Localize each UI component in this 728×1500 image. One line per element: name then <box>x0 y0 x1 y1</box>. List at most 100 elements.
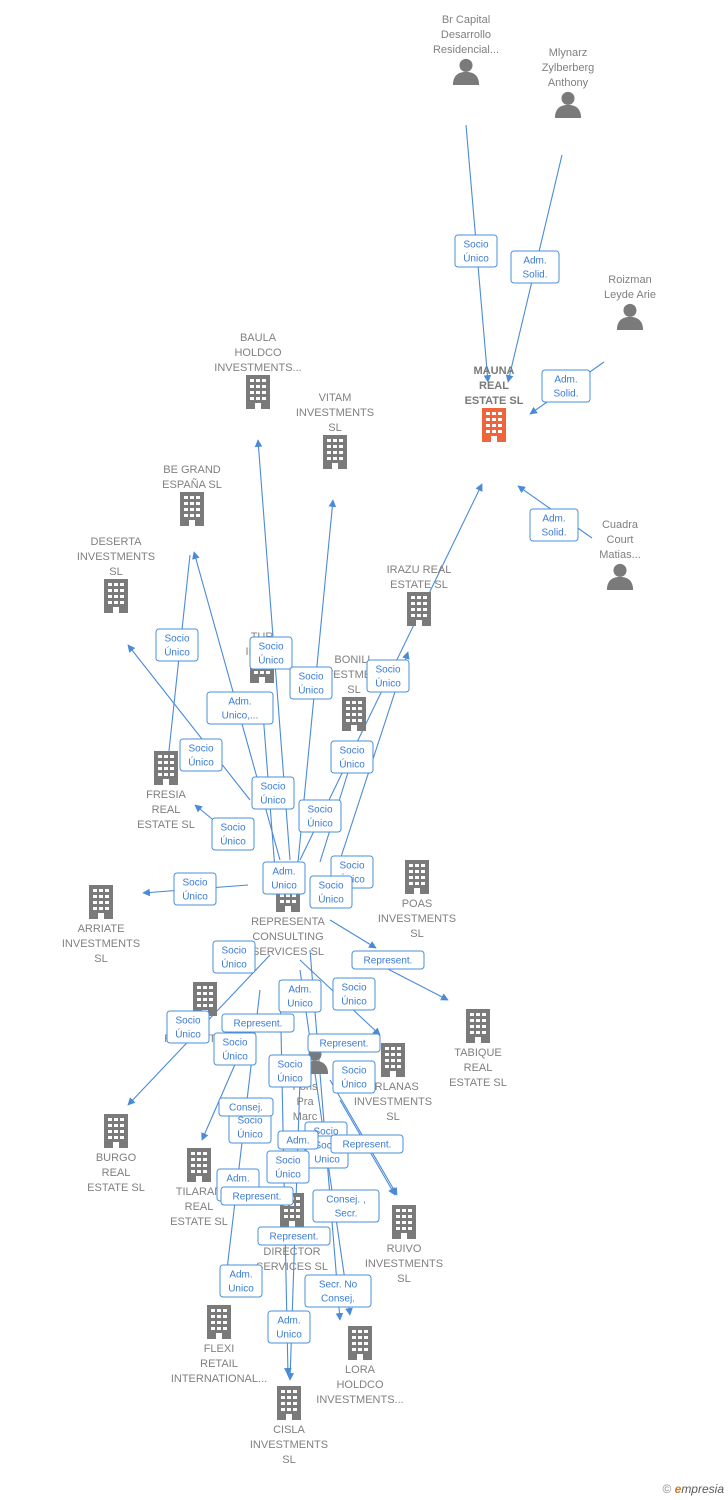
edge-role-label[interactable]: Adm.Solid. <box>529 508 579 542</box>
node-label-line: INVESTMENTS... <box>316 1394 403 1406</box>
node-label-line: HOLDCO <box>336 1379 384 1391</box>
node-label-line: BONILL <box>334 654 373 666</box>
node-label-line: SL <box>328 422 341 434</box>
node-label-line: Residencial... <box>433 44 499 56</box>
building-icon <box>392 1205 416 1239</box>
edge-label-box <box>212 940 256 974</box>
company-node-flexi[interactable]: FLEXIRETAILINTERNATIONAL... <box>171 1305 267 1385</box>
edge-role-label[interactable]: Consej. <box>218 1097 274 1117</box>
edge-label-text: Consej. <box>229 1103 263 1114</box>
edge-label-text: Socio <box>237 1116 262 1127</box>
edge-role-label[interactable]: Adm.Solid. <box>541 369 591 403</box>
edge-role-label[interactable]: Adm.Unico <box>267 1310 311 1344</box>
edge-label-text: Socio <box>182 878 207 889</box>
edge-role-label[interactable]: Adm.Solid. <box>510 250 560 284</box>
edge-label-box <box>220 1186 294 1206</box>
edge-role-label[interactable]: Adm.Unico <box>219 1264 263 1298</box>
edge-label-text: Socio <box>258 642 283 653</box>
node-label-line: Leyde Arie <box>604 289 656 301</box>
edge-role-label[interactable]: Represent. <box>307 1033 381 1053</box>
company-node-lora[interactable]: LORAHOLDCOINVESTMENTS... <box>316 1326 404 1406</box>
edge-label-text: Único <box>463 252 489 265</box>
brand-logo[interactable]: empresia <box>674 1482 724 1496</box>
node-label-line: Roizman <box>608 274 651 286</box>
edge-label-box <box>166 1010 210 1044</box>
person-node-brcapital[interactable]: Br CapitalDesarrolloResidencial... <box>433 14 499 85</box>
edge-role-label[interactable]: Represent. <box>221 1013 295 1033</box>
edge-role-label[interactable]: Adm.Unico <box>262 861 306 895</box>
edge-role-label[interactable]: Adm. <box>277 1130 319 1150</box>
building-icon <box>104 1114 128 1148</box>
edge-label-text: Único <box>277 1072 303 1085</box>
edge-role-label[interactable]: Adm.Unico <box>278 979 322 1013</box>
edge-role-label[interactable]: Consej. , Secr. <box>312 1189 380 1223</box>
person-node-cuadra[interactable]: CuadraCourtMatias... <box>599 519 641 590</box>
edge-label-box <box>155 628 199 662</box>
edge-label-text: Único <box>188 756 214 769</box>
company-node-baula[interactable]: BAULAHOLDCOINVESTMENTS... <box>214 332 302 409</box>
edge-label-text: Socio <box>339 746 364 757</box>
node-label-line: INVESTMENTS <box>354 1096 432 1108</box>
edge-label-text: Socio <box>220 823 245 834</box>
edge-label-text: Socio <box>341 983 366 994</box>
edge-label-text: Consej. , <box>326 1195 365 1206</box>
edge-label-text: Socio <box>275 1156 300 1167</box>
edge-label-box <box>289 666 333 700</box>
edge-role-label[interactable]: Represent. <box>351 950 425 970</box>
edge-line <box>127 644 251 801</box>
edge-label-text: Adm. <box>229 1270 252 1281</box>
edge-role-label[interactable]: Represent. <box>330 1134 404 1154</box>
edge-label-text: Único <box>164 646 190 659</box>
building-icon <box>407 592 431 626</box>
edge-label-text: Socio <box>298 672 323 683</box>
node-label-line: INVESTMENTS... <box>214 362 301 374</box>
edge-role-label[interactable]: Represent. <box>257 1226 331 1246</box>
building-icon <box>482 408 506 442</box>
edge-label-box <box>179 738 223 772</box>
edge-role-label[interactable]: Represent. <box>220 1186 294 1206</box>
edge-label-box <box>211 817 255 851</box>
node-label-line: ESPAÑA SL <box>162 478 222 491</box>
node-label-line: ESTATE SL <box>87 1182 145 1194</box>
edge-role-label[interactable]: Adm.Unico,... <box>206 691 274 725</box>
edge-label-text: Secr. <box>335 1209 358 1220</box>
